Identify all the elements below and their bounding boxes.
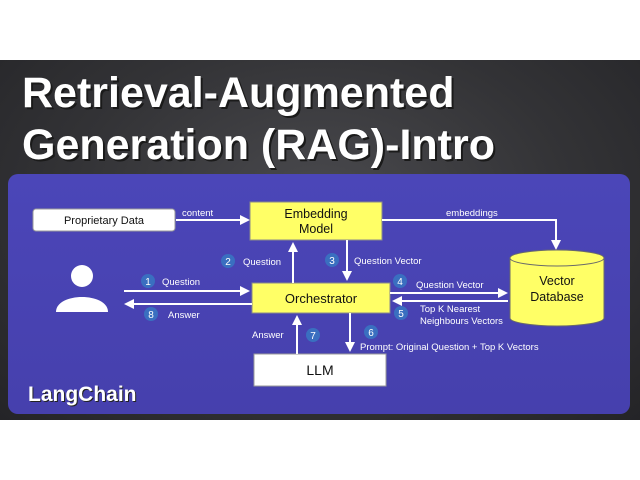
llm-node: LLM [253, 353, 387, 387]
slide-title-line-2: Generation (RAG)-Intro [22, 121, 495, 169]
proprietary-data-node: Proprietary Data [32, 208, 176, 232]
step-5-number: 5 [398, 309, 404, 320]
step-3-number: 3 [329, 256, 335, 267]
step-4-label: Question Vector [416, 280, 484, 291]
step-6-number: 6 [368, 328, 374, 339]
orchestrator-label: Orchestrator [285, 291, 358, 306]
step-4-number: 4 [397, 277, 403, 288]
vector-database-node: Vector Database [509, 249, 605, 327]
step-5-badge [394, 306, 408, 320]
step-7-label: Answer [252, 330, 284, 341]
step-8-badge [144, 307, 158, 321]
slide-title-line-1: Retrieval-Augmented [22, 69, 455, 117]
embedding-model-node: Embedding Model [249, 201, 383, 241]
embedding-model-label-2: Model [299, 222, 333, 236]
step-8-label: Answer [168, 310, 200, 321]
step-6-label: Prompt: Original Question + Top K Vector… [360, 342, 539, 353]
embeddings-label: embeddings [446, 208, 498, 219]
step-7-badge [306, 328, 320, 342]
step-3-badge [325, 253, 339, 267]
step-2-number: 2 [225, 257, 231, 268]
vector-database-label-1: Vector [539, 274, 574, 288]
diagram-panel: Proprietary Data content Embedding Model… [8, 174, 630, 414]
step-4-badge [393, 274, 407, 288]
step-2-label: Question [243, 257, 281, 268]
step-1-number: 1 [145, 277, 151, 288]
step-8-number: 8 [148, 310, 154, 321]
orchestrator-node: Orchestrator [251, 282, 391, 314]
step-5-label-2: Neighbours Vectors [420, 316, 503, 327]
langchain-brand: LangChain [28, 383, 137, 406]
proprietary-data-label: Proprietary Data [64, 215, 145, 227]
step-1-badge [141, 274, 155, 288]
rag-diagram: Proprietary Data content Embedding Model… [32, 201, 605, 387]
step-5-label-1: Top K Nearest [420, 304, 481, 315]
step-2-badge [221, 254, 235, 268]
embedding-model-label-1: Embedding [284, 207, 347, 221]
vector-database-label-2: Database [530, 290, 584, 304]
step-6-badge [364, 325, 378, 339]
llm-label: LLM [306, 362, 333, 378]
embeddings-arrow [382, 219, 561, 250]
person-icon [56, 265, 108, 312]
step-1-label: Question [162, 277, 200, 288]
step-3-label: Question Vector [354, 256, 422, 267]
content-label: content [182, 208, 214, 219]
bottom-band [0, 420, 640, 480]
top-band [0, 0, 640, 60]
step-7-number: 7 [310, 331, 316, 342]
